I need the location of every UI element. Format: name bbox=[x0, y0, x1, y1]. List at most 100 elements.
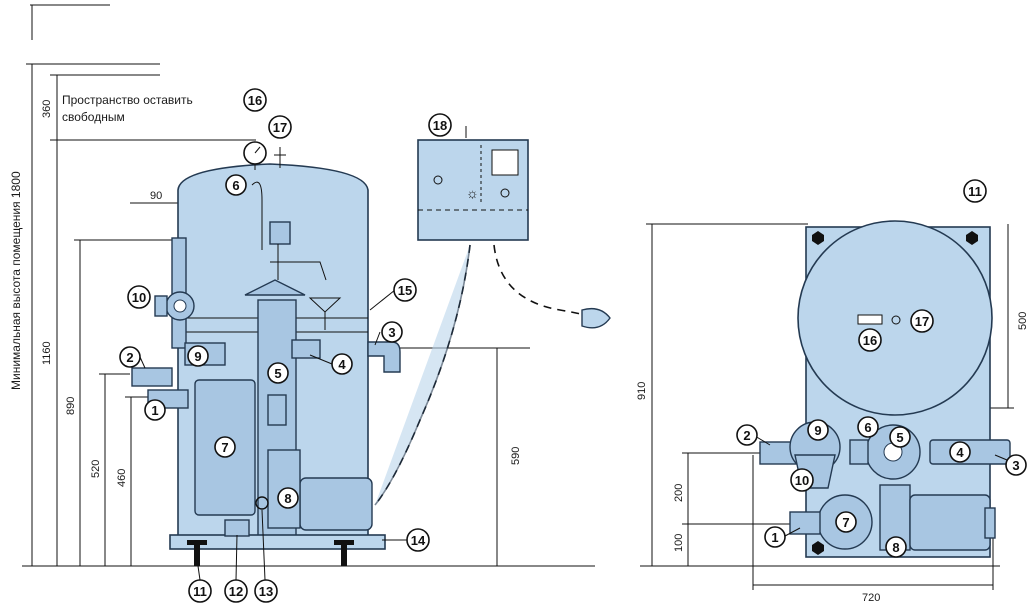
dim-100-label: 100 bbox=[673, 534, 685, 552]
svg-text:2: 2 bbox=[126, 350, 133, 365]
leader-11 bbox=[197, 565, 201, 581]
svg-text:9: 9 bbox=[194, 349, 201, 364]
callout-r10: 10 bbox=[790, 468, 814, 492]
callout-r16: 16 bbox=[858, 328, 882, 352]
svg-text:11: 11 bbox=[193, 584, 207, 599]
room-height-label: Минимальная высота помещения 1800 bbox=[9, 171, 23, 390]
callout-7: 7 bbox=[214, 436, 236, 458]
svg-text:16: 16 bbox=[863, 333, 877, 348]
svg-text:10: 10 bbox=[795, 473, 809, 488]
top-view: 910 500 200 100 720 bbox=[636, 179, 1029, 603]
callout-17: 17 bbox=[268, 115, 292, 139]
outlet-4 bbox=[291, 339, 321, 359]
gauge-needle bbox=[254, 146, 261, 154]
svg-text:3: 3 bbox=[1012, 458, 1019, 473]
distributor-cone bbox=[244, 279, 306, 296]
base-plate bbox=[169, 534, 386, 550]
callout-r6: 6 bbox=[857, 416, 879, 438]
svg-text:10: 10 bbox=[132, 290, 146, 305]
gauge-top bbox=[857, 314, 883, 325]
callout-r1: 1 bbox=[764, 526, 786, 548]
svg-text:15: 15 bbox=[398, 283, 412, 298]
svg-text:6: 6 bbox=[864, 420, 871, 435]
cable-sleeve bbox=[374, 244, 471, 506]
callout-r3: 3 bbox=[1005, 454, 1027, 476]
callout-8: 8 bbox=[277, 487, 299, 509]
indicator-left bbox=[433, 175, 443, 185]
display-panel bbox=[491, 149, 519, 176]
pipe-6 bbox=[251, 181, 263, 250]
svg-text:12: 12 bbox=[229, 584, 243, 599]
leader-3 bbox=[374, 331, 381, 346]
dim-720-label: 720 bbox=[862, 592, 880, 603]
bolt-bl bbox=[812, 541, 824, 555]
column-valve bbox=[267, 394, 287, 426]
callout-16: 16 bbox=[243, 88, 267, 112]
leader-2 bbox=[139, 356, 146, 369]
sample-valve-13 bbox=[255, 496, 269, 510]
clearance-text-line1: Пространство оставить bbox=[62, 93, 193, 107]
callout-11: 11 bbox=[188, 579, 212, 603]
svg-text:8: 8 bbox=[284, 491, 291, 506]
callout-1: 1 bbox=[144, 399, 166, 421]
callout-r17: 17 bbox=[910, 309, 934, 333]
leader-15 bbox=[369, 289, 396, 311]
funnel bbox=[308, 297, 342, 313]
svg-text:17: 17 bbox=[273, 120, 287, 135]
tank-top bbox=[797, 220, 993, 416]
dim-520-label: 520 bbox=[90, 460, 102, 478]
motor-top bbox=[909, 494, 991, 551]
svg-text:1: 1 bbox=[151, 403, 158, 418]
svg-text:17: 17 bbox=[915, 314, 929, 329]
dim-590-label: 590 bbox=[510, 447, 522, 465]
dim-910-label: 910 bbox=[636, 382, 648, 400]
callout-15: 15 bbox=[393, 278, 417, 302]
callout-r11: 11 bbox=[963, 179, 987, 203]
callout-10: 10 bbox=[127, 285, 151, 309]
callout-18: 18 bbox=[428, 113, 452, 137]
column-flange-left bbox=[849, 439, 869, 465]
motor bbox=[299, 477, 373, 531]
foot-left bbox=[194, 540, 200, 566]
callout-r4: 4 bbox=[949, 441, 971, 463]
callout-13: 13 bbox=[254, 579, 278, 603]
light-icon: ☼ bbox=[466, 185, 479, 201]
callout-5: 5 bbox=[267, 362, 289, 384]
callout-r9: 9 bbox=[807, 419, 829, 441]
svg-text:1: 1 bbox=[771, 530, 778, 545]
power-cable bbox=[493, 244, 591, 319]
drain-valve-12 bbox=[224, 519, 250, 537]
callout-r5: 5 bbox=[889, 426, 911, 448]
callout-14: 14 bbox=[406, 528, 430, 552]
dim-90-label: 90 bbox=[150, 190, 162, 202]
svg-text:7: 7 bbox=[842, 515, 849, 530]
dim-200-label: 200 bbox=[673, 484, 685, 502]
svg-text:9: 9 bbox=[814, 423, 821, 438]
bolt-tl bbox=[812, 231, 824, 245]
dim-460-label: 460 bbox=[116, 469, 128, 487]
top-fitting bbox=[269, 221, 291, 245]
top-pipe-right bbox=[270, 261, 327, 281]
top-inlet-1 bbox=[789, 511, 821, 535]
svg-text:5: 5 bbox=[274, 366, 281, 381]
callout-3: 3 bbox=[381, 321, 403, 343]
power-plug bbox=[581, 307, 611, 329]
pump-10-flange bbox=[154, 295, 168, 317]
svg-text:18: 18 bbox=[433, 118, 447, 133]
dim-500-label: 500 bbox=[1017, 312, 1029, 330]
callout-r8: 8 bbox=[885, 536, 907, 558]
svg-text:4: 4 bbox=[338, 357, 346, 372]
callout-6: 6 bbox=[225, 174, 247, 196]
leader-13 bbox=[261, 509, 266, 581]
clearance-text-line2: свободным bbox=[62, 110, 125, 124]
svg-text:3: 3 bbox=[388, 325, 395, 340]
svg-text:16: 16 bbox=[248, 93, 262, 108]
side-view: Минимальная высота помещения 1800 360 Пр… bbox=[9, 4, 611, 603]
foot-right bbox=[341, 540, 347, 566]
inlet-2 bbox=[131, 367, 173, 387]
motor-end bbox=[984, 507, 996, 539]
pump-10-hub bbox=[173, 299, 187, 313]
indicator-right bbox=[500, 188, 510, 198]
callout-2: 2 bbox=[119, 346, 141, 368]
